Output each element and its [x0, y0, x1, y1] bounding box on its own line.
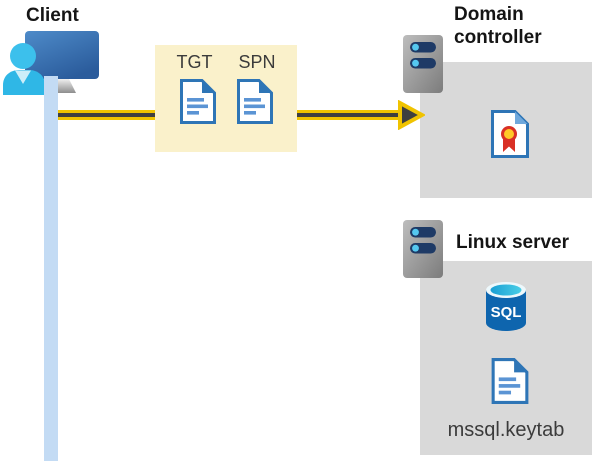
sql-icon-text: SQL: [491, 304, 522, 321]
arrow-right-icon: [398, 100, 425, 130]
domain-controller-label: Domain controller: [454, 4, 542, 49]
server-icon: [403, 220, 443, 278]
ticket-labels: TGT SPN: [176, 52, 275, 73]
keytab-document-icon: [491, 358, 529, 404]
linux-server-label: Linux server: [456, 232, 569, 253]
tgt-document-icon: [179, 79, 216, 124]
spn-label: SPN: [238, 52, 276, 72]
monitor-shape: [25, 31, 99, 79]
server-icon: [403, 35, 443, 93]
ticket-icons: [179, 78, 274, 125]
spn-document-icon: [236, 79, 273, 124]
client-label: Client: [26, 5, 79, 26]
tgt-label: TGT: [176, 52, 213, 72]
certificate-icon: [491, 110, 529, 158]
person-collar: [15, 70, 31, 84]
keytab-label: mssql.keytab: [447, 419, 565, 441]
person-body: [3, 70, 45, 95]
client-connector-line: [44, 76, 58, 461]
ticket-box: TGT SPN: [155, 45, 297, 152]
sql-database-icon: SQL: [486, 282, 526, 331]
person-head: [10, 43, 36, 69]
